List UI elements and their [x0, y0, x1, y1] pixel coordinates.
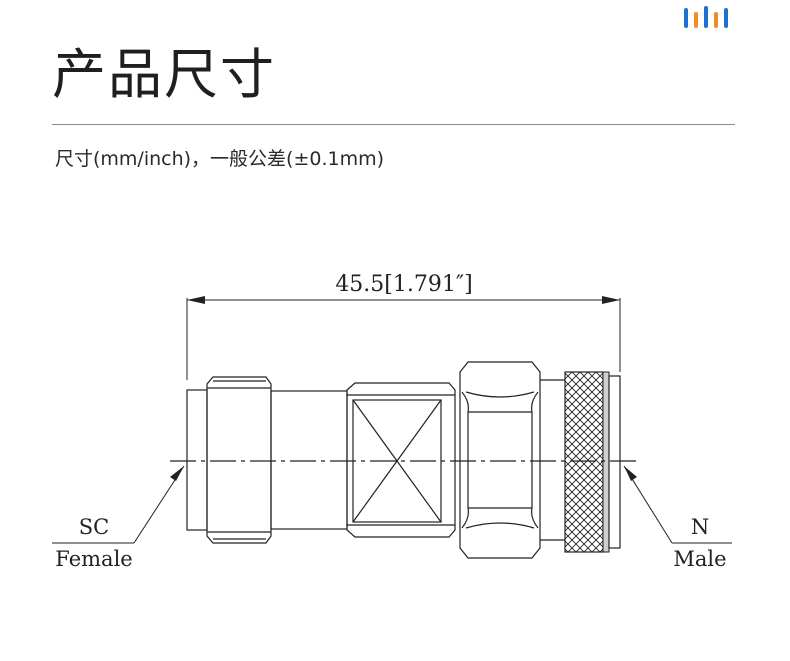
- dimension-note: 尺寸(mm/inch)，一般公差(±0.1mm): [55, 148, 385, 170]
- male-label: Male: [673, 547, 726, 571]
- logo-bar: [694, 12, 698, 28]
- female-label: Female: [55, 547, 132, 571]
- n-label: N: [691, 515, 709, 539]
- page-title: 产品尺寸: [52, 43, 276, 106]
- title-divider: [52, 124, 735, 125]
- n-male-callout: N Male: [623, 465, 732, 571]
- hex-nut: [459, 361, 565, 559]
- logo-bar: [724, 8, 728, 28]
- knurled-coupling: [564, 371, 621, 553]
- overall-length-label: 45.5[1.791″]: [335, 272, 472, 297]
- sc-female-callout: SC Female: [52, 465, 185, 571]
- logo-bar: [704, 6, 708, 28]
- brand-logo-icon: [684, 6, 728, 28]
- overall-length-dimension: 45.5[1.791″]: [186, 272, 621, 380]
- square-flange: [346, 382, 456, 538]
- sc-label: SC: [79, 515, 109, 539]
- sc-female-body: [186, 376, 348, 544]
- logo-bar: [684, 8, 688, 28]
- logo-bar: [714, 12, 718, 28]
